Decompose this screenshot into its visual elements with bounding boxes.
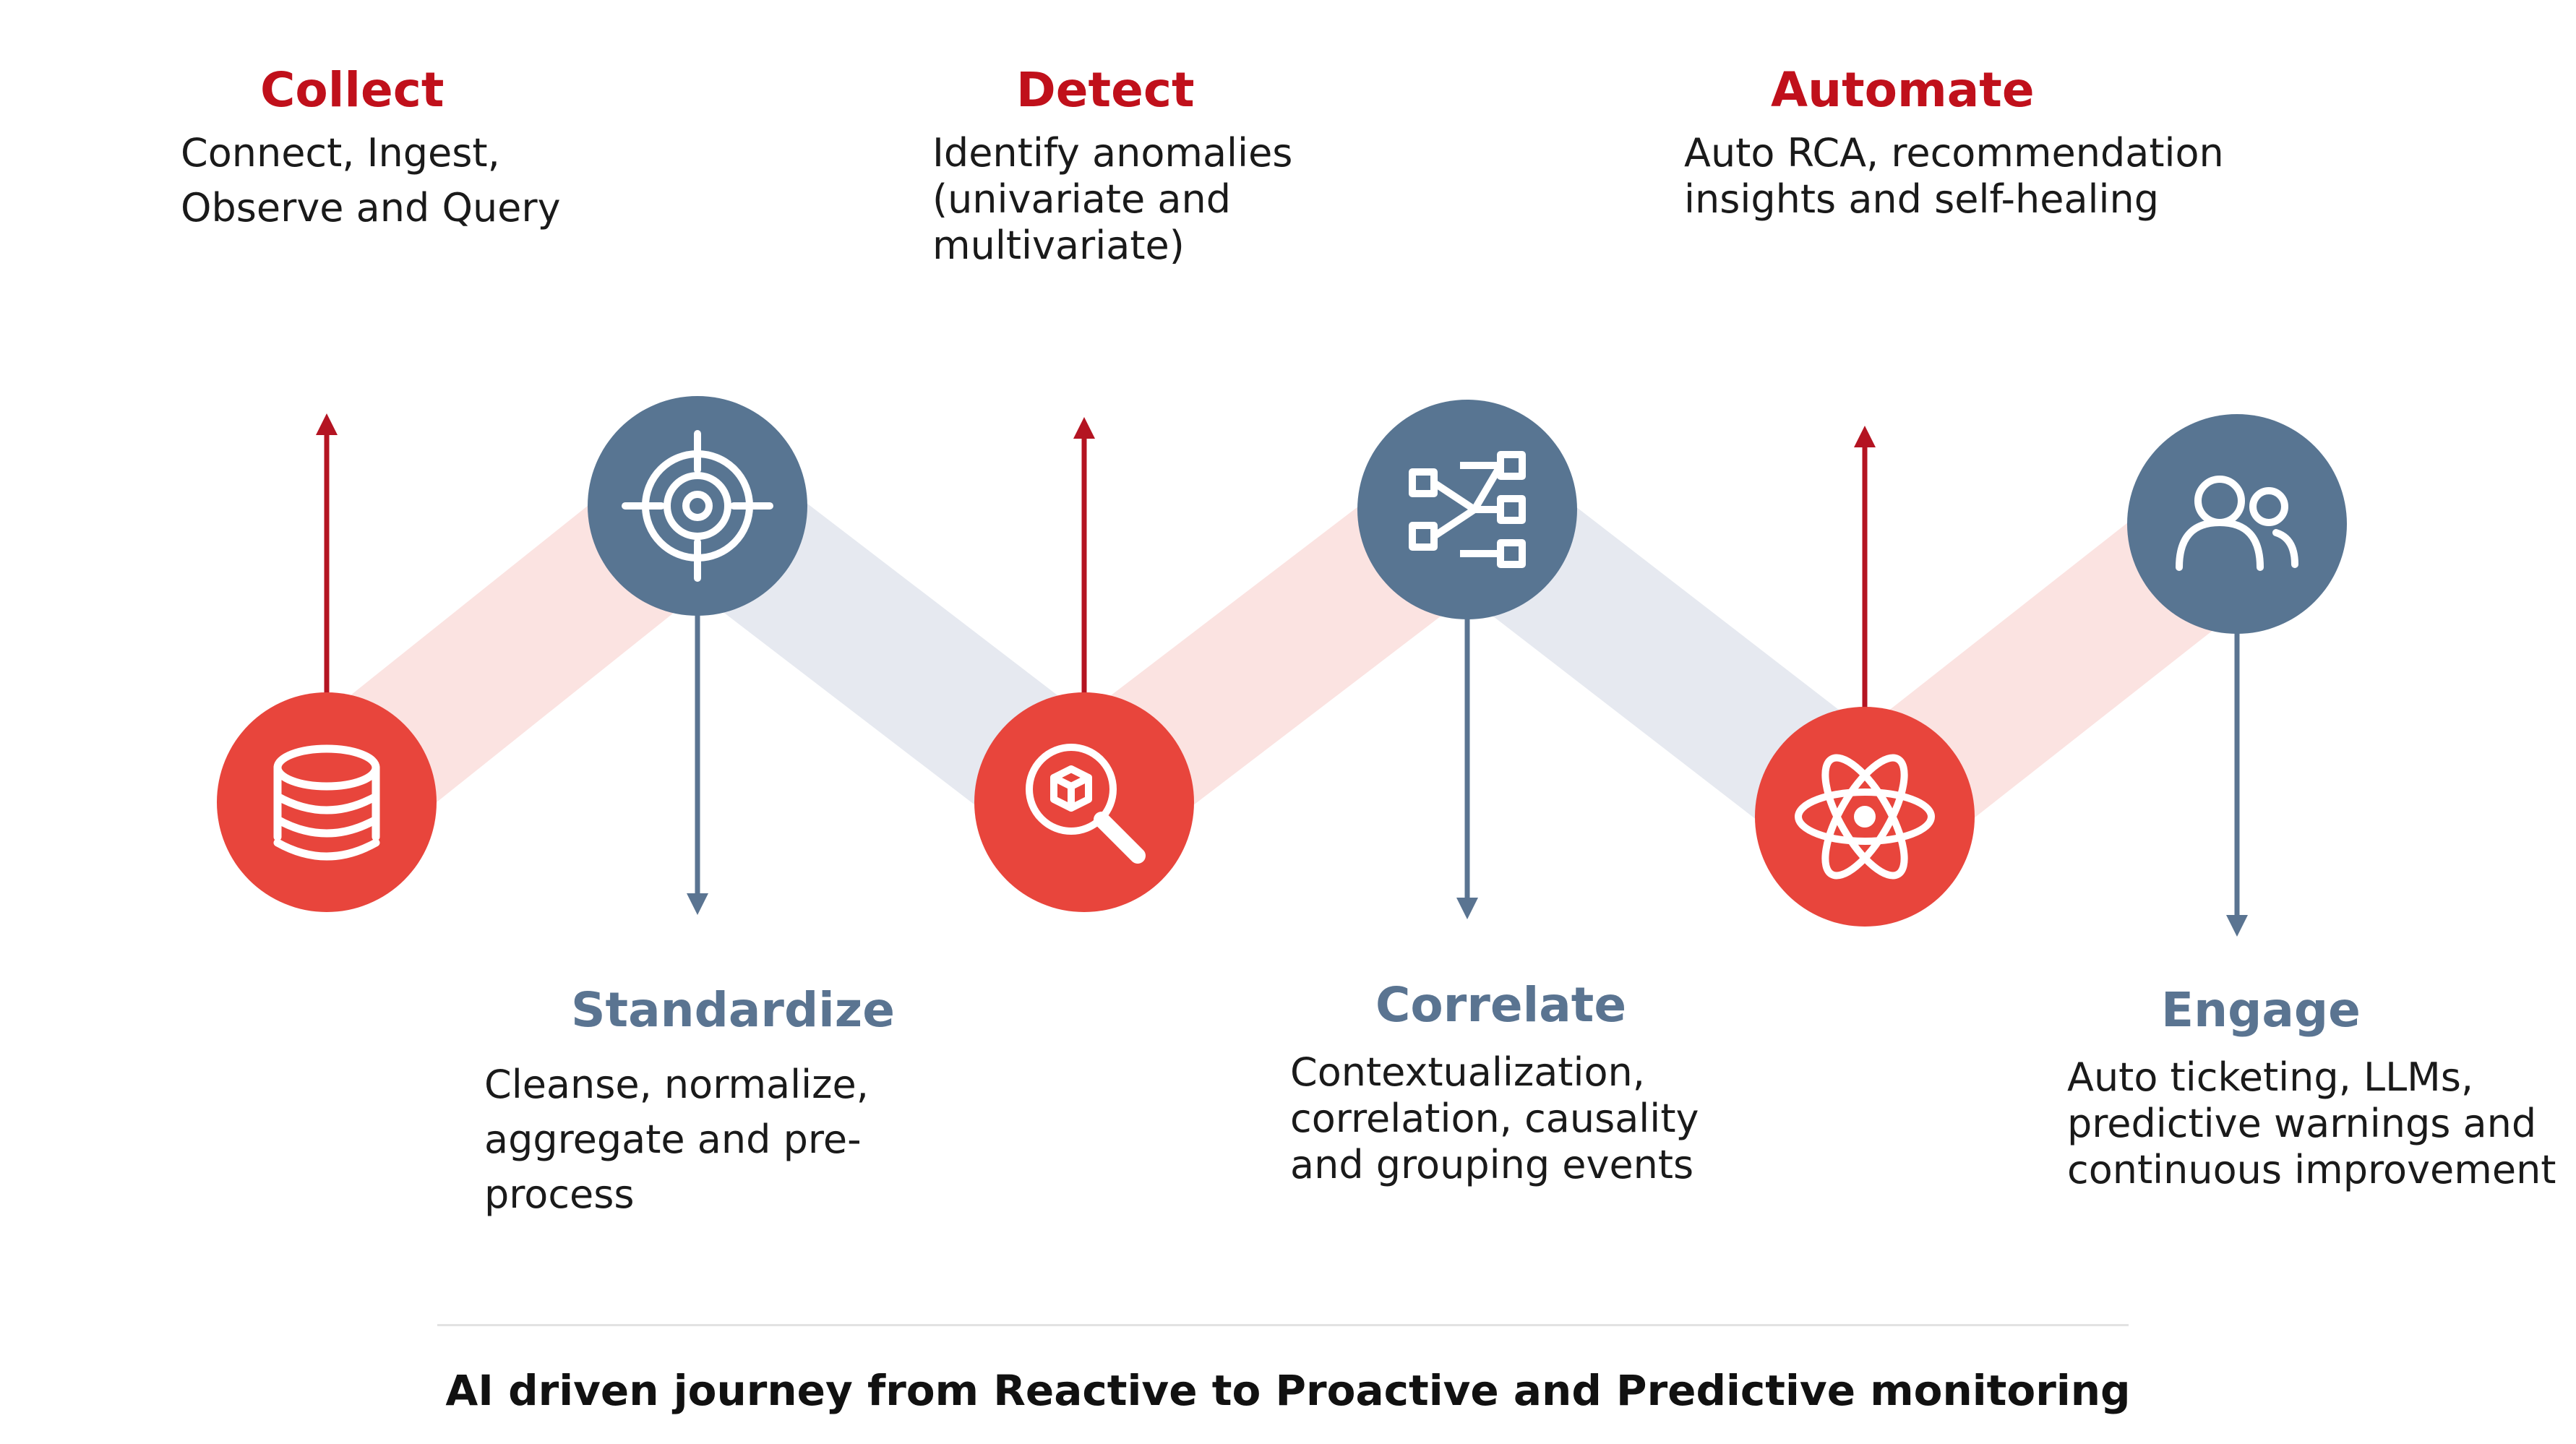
stage-correlate-label: Correlate Contextualization, correlation… xyxy=(1290,981,1753,1188)
automate-arrow xyxy=(1854,426,1876,723)
stage-description: Connect, Ingest, Observe and Query xyxy=(181,130,561,231)
stage-description: Identify anomalies (univariate and multi… xyxy=(932,130,1293,268)
stage-title: Standardize xyxy=(571,982,895,1038)
stage-title: Detect xyxy=(1016,62,1195,118)
atom-icon xyxy=(1795,754,1935,880)
engage-arrow xyxy=(2226,632,2248,937)
stage-automate-label: Automate Auto RCA, recommendation insigh… xyxy=(1684,66,2233,223)
detect-arrow xyxy=(1073,417,1095,712)
stage-description: Auto RCA, recommendation insights and se… xyxy=(1684,130,2224,222)
detect-node xyxy=(974,692,1194,912)
stage-description: Contextualization, correlation, causalit… xyxy=(1290,1049,1699,1187)
standardize-node xyxy=(588,396,807,616)
caption-divider xyxy=(437,1324,2129,1326)
stage-engage-label: Engage Auto ticketing, LLMs, predictive … xyxy=(2067,987,2559,1193)
stage-title: Correlate xyxy=(1375,977,1627,1033)
stage-arrows xyxy=(316,413,2248,937)
target-icon xyxy=(622,430,773,582)
stage-title: Engage xyxy=(2161,982,2361,1038)
stage-collect-label: Collect Connect, Ingest, Observe and Que… xyxy=(181,66,614,236)
correlate-node xyxy=(1357,400,1577,619)
stage-title: Collect xyxy=(260,62,445,118)
diagram-caption: AI driven journey from Reactive to Proac… xyxy=(445,1366,2131,1415)
stage-description: Auto ticketing, LLMs, predictive warning… xyxy=(2067,1054,2556,1192)
stage-nodes xyxy=(217,396,2347,927)
correlate-arrow xyxy=(1456,618,1478,919)
stage-description: Cleanse, normalize, aggregate and pre-pr… xyxy=(484,1062,869,1217)
collect-arrow xyxy=(316,413,338,712)
users-icon xyxy=(2176,476,2298,571)
stage-standardize-label: Standardize Cleanse, normalize, aggregat… xyxy=(484,982,895,1222)
flow-nodes-icon xyxy=(1409,451,1526,568)
automate-node xyxy=(1755,707,1975,927)
stage-detect-label: Detect Identify anomalies (univariate an… xyxy=(932,66,1337,269)
search-cube-icon xyxy=(1026,744,1146,864)
standardize-arrow xyxy=(687,614,708,915)
engage-node xyxy=(2127,414,2347,634)
collect-node xyxy=(217,692,437,912)
database-icon xyxy=(273,744,380,861)
stage-title: Automate xyxy=(1771,62,2035,118)
